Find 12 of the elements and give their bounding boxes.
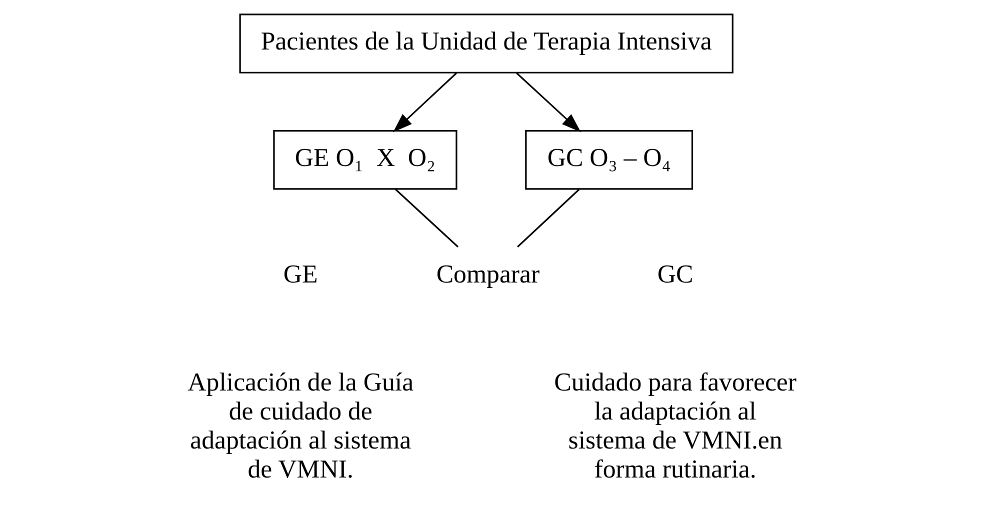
node-box: GE O₁ X O₂ xyxy=(273,130,458,190)
label: Aplicación de la Guía de cuidado de adaptación al sistema de VMNI. xyxy=(188,367,414,484)
label: GE xyxy=(283,259,318,288)
connector xyxy=(517,188,580,248)
node-box: Pacientes de la Unidad de Terapia Intensiva xyxy=(239,14,734,74)
label: Cuidado para favorecer la adaptación al sistema de VMNI.en forma rutinaria. xyxy=(554,367,796,484)
node-box: GC O₃ – O₄ xyxy=(525,130,694,190)
label: GC xyxy=(657,259,694,288)
arrow xyxy=(393,72,457,132)
connector xyxy=(395,188,459,248)
arrow xyxy=(516,72,581,132)
node-text: Comparar xyxy=(436,259,540,288)
